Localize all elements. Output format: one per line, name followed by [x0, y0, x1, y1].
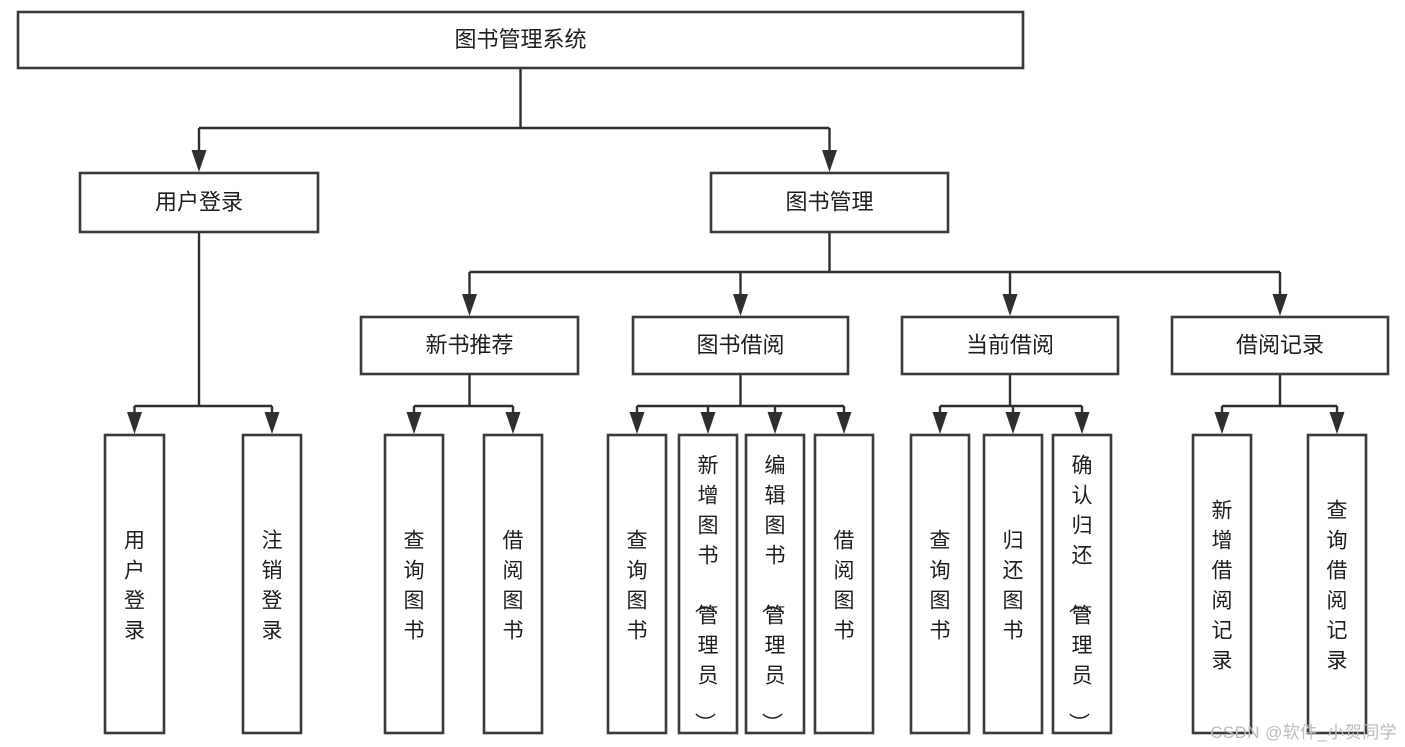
node-box-book-borrow[interactable] — [631, 315, 850, 376]
node-borrow-record[interactable]: 借阅记录 — [1170, 315, 1390, 376]
node-box-leaf-query-book-cur[interactable] — [909, 433, 971, 735]
node-label-new-book-recommend: 新书推荐 — [425, 332, 513, 357]
node-book-manage[interactable]: 图书管理 — [709, 171, 950, 234]
node-leaf-query-book-cur[interactable]: 查询图书 — [909, 433, 971, 735]
node-box-borrow-record[interactable] — [1170, 315, 1390, 376]
node-box-leaf-borrow-book-rec[interactable] — [482, 433, 544, 735]
node-label-leaf-borrow-book: 借阅图书 — [834, 529, 855, 642]
node-label-leaf-confirm-return-admin: 确认归还（管理员） — [1067, 454, 1093, 733]
connector-group-book-manage — [462, 232, 1288, 316]
connector-group-root — [191, 68, 837, 172]
node-label-leaf-return-book: 归还图书 — [1003, 529, 1024, 642]
node-leaf-add-book-admin[interactable]: 新增图书（管理员） — [677, 433, 739, 735]
node-label-root: 图书管理系统 — [454, 27, 586, 52]
node-label-leaf-query-book-borrow: 查询图书 — [627, 529, 648, 642]
node-leaf-borrow-book-rec[interactable]: 借阅图书 — [482, 433, 544, 735]
node-leaf-confirm-return-admin[interactable]: 确认归还（管理员） — [1051, 433, 1113, 735]
node-label-leaf-user-login: 用户登录 — [124, 529, 145, 642]
node-label-book-borrow: 图书借阅 — [696, 332, 784, 357]
node-box-root[interactable] — [16, 10, 1025, 70]
node-leaf-query-book-borrow[interactable]: 查询图书 — [606, 433, 668, 735]
node-leaf-query-borrow-record[interactable]: 查询借阅记录 — [1306, 433, 1368, 735]
connector-group-book-borrow — [629, 374, 852, 434]
node-label-leaf-query-book-cur: 查询图书 — [930, 529, 951, 642]
node-box-leaf-user-login[interactable] — [103, 433, 166, 735]
node-box-leaf-edit-book-admin[interactable] — [744, 433, 806, 735]
connector-group-current-borrow — [932, 374, 1090, 434]
node-leaf-return-book[interactable]: 归还图书 — [982, 433, 1044, 735]
node-label-leaf-borrow-book-rec: 借阅图书 — [503, 529, 524, 642]
node-leaf-query-book-rec[interactable]: 查询图书 — [383, 433, 445, 735]
node-label-leaf-add-book-admin: 新增图书（管理员） — [693, 454, 719, 733]
node-box-leaf-query-borrow-record[interactable] — [1306, 433, 1368, 735]
node-book-borrow[interactable]: 图书借阅 — [631, 315, 850, 376]
node-label-leaf-logout: 注销登录 — [262, 529, 283, 642]
node-layer: 图书管理系统用户登录图书管理新书推荐图书借阅当前借阅借阅记录用户登录注销登录查询… — [16, 10, 1390, 735]
node-box-new-book-recommend[interactable] — [359, 315, 580, 376]
node-leaf-borrow-book[interactable]: 借阅图书 — [813, 433, 875, 735]
node-leaf-logout[interactable]: 注销登录 — [241, 433, 303, 735]
node-box-leaf-borrow-book[interactable] — [813, 433, 875, 735]
node-box-current-borrow[interactable] — [900, 315, 1120, 376]
node-label-book-manage: 图书管理 — [785, 189, 873, 214]
node-label-leaf-add-borrow-record: 新增借阅记录 — [1212, 499, 1233, 672]
node-label-leaf-query-borrow-record: 查询借阅记录 — [1327, 499, 1348, 672]
connector-group-new-book-recommend — [406, 374, 521, 434]
node-box-leaf-add-book-admin[interactable] — [677, 433, 739, 735]
csdn-watermark: CSDN @软件_小贺同学 — [1210, 723, 1397, 742]
node-leaf-user-login[interactable]: 用户登录 — [103, 433, 166, 735]
node-box-leaf-query-book-borrow[interactable] — [606, 433, 668, 735]
node-box-leaf-query-book-rec[interactable] — [383, 433, 445, 735]
node-box-leaf-add-borrow-record[interactable] — [1191, 433, 1253, 735]
node-user-login[interactable]: 用户登录 — [78, 171, 320, 234]
node-leaf-add-borrow-record[interactable]: 新增借阅记录 — [1191, 433, 1253, 735]
node-label-user-login: 用户登录 — [155, 189, 243, 214]
connector-group-user-login — [127, 232, 280, 434]
node-box-leaf-confirm-return-admin[interactable] — [1051, 433, 1113, 735]
node-label-leaf-query-book-rec: 查询图书 — [404, 529, 425, 642]
connector-layer — [127, 68, 1345, 434]
node-label-leaf-edit-book-admin: 编辑图书（管理员） — [760, 454, 786, 733]
node-root[interactable]: 图书管理系统 — [16, 10, 1025, 70]
node-current-borrow[interactable]: 当前借阅 — [900, 315, 1120, 376]
node-box-leaf-return-book[interactable] — [982, 433, 1044, 735]
node-box-leaf-logout[interactable] — [241, 433, 303, 735]
node-box-user-login[interactable] — [78, 171, 320, 234]
connector-group-borrow-record — [1214, 374, 1345, 434]
node-label-borrow-record: 借阅记录 — [1236, 332, 1324, 357]
node-leaf-edit-book-admin[interactable]: 编辑图书（管理员） — [744, 433, 806, 735]
node-box-book-manage[interactable] — [709, 171, 950, 234]
node-new-book-recommend[interactable]: 新书推荐 — [359, 315, 580, 376]
node-label-current-borrow: 当前借阅 — [966, 332, 1054, 357]
